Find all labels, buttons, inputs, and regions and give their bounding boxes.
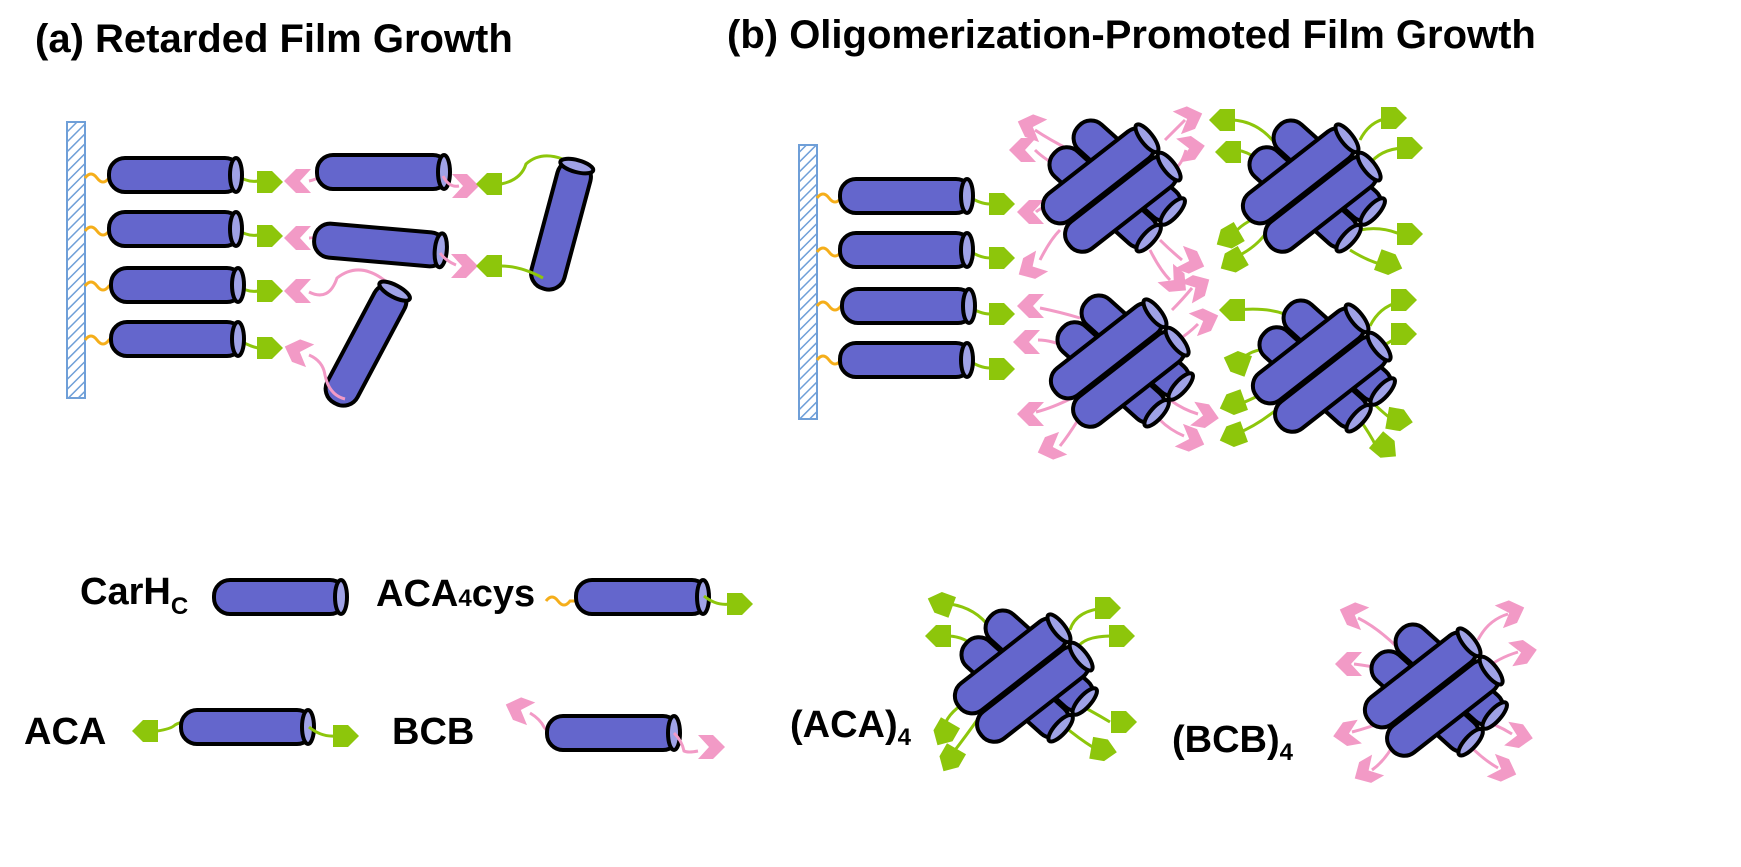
legend-aca-label: ACA — [24, 711, 106, 753]
panel-b-title: (b) Oligomerization-Promoted Film Growth — [727, 13, 1536, 57]
legend: CarHC ACA4cys ACA BCB — [24, 571, 1539, 789]
legend-aca4cys-label: ACA4cys — [376, 573, 535, 615]
bcb4-bundle-upper — [1009, 102, 1209, 300]
bcb4-bundle-lower — [1013, 269, 1223, 464]
legend-carhc-label: CarHC — [80, 571, 188, 620]
legend-aca4-bundle — [924, 588, 1137, 777]
panel-a-title: (a) Retarded Film Growth — [35, 17, 513, 61]
aca4-bundle-upper — [1209, 107, 1423, 279]
gold-surface-b — [798, 144, 818, 420]
legend-bcb4-label: (BCB)4 — [1172, 719, 1294, 766]
legend-bcb-rod — [501, 693, 725, 759]
legend-aca4cys-rod — [544, 578, 753, 616]
panel-a-diagram — [66, 121, 597, 411]
legend-bcb-label: BCB — [392, 711, 474, 753]
aca4-bundle-lower — [1216, 289, 1417, 465]
legend-aca4-label: (ACA)4 — [790, 704, 912, 751]
legend-aca-rod — [132, 708, 359, 747]
panel-b-diagram — [798, 102, 1423, 465]
legend-bcb4-bundle — [1331, 596, 1539, 789]
legend-carhc-rod — [212, 578, 349, 616]
gold-surface-a — [66, 121, 86, 399]
